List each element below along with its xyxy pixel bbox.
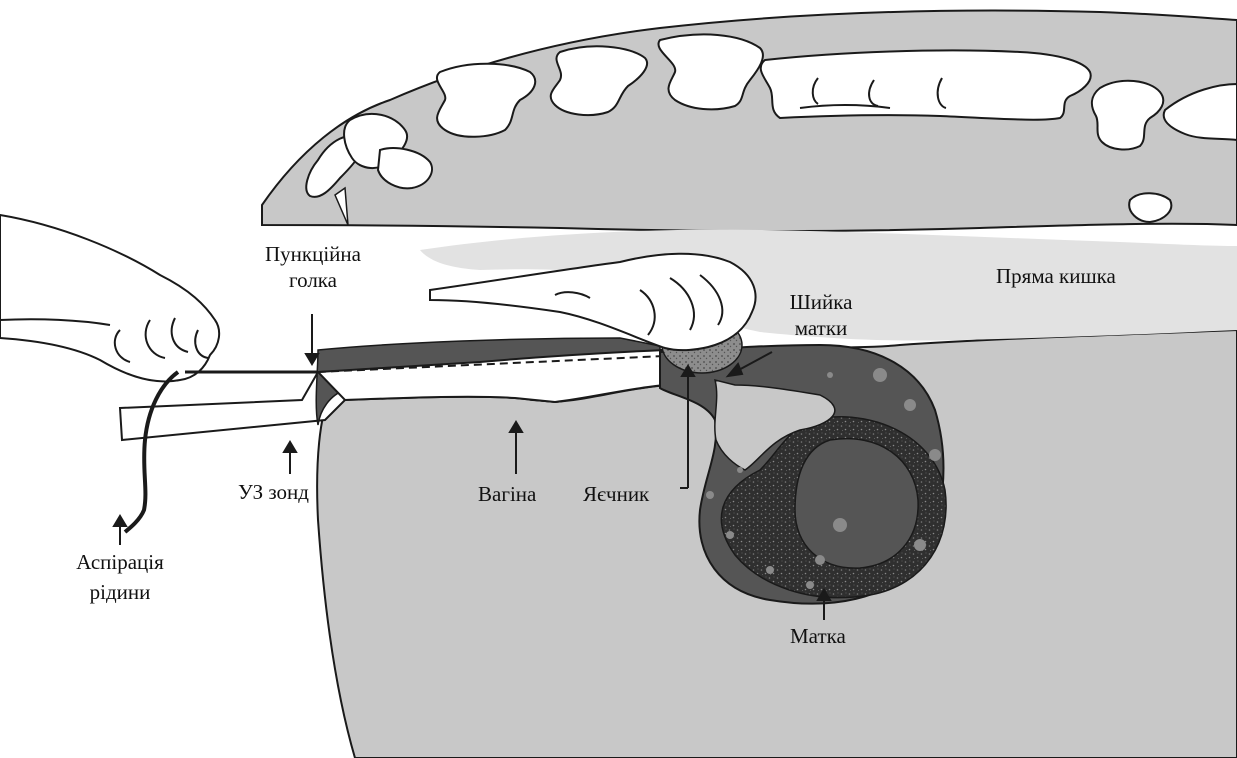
label-needle-line2: голка (248, 268, 378, 293)
label-probe: УЗ зонд (238, 480, 309, 505)
label-aspiration-line2: рідини (60, 580, 180, 605)
label-rectum: Пряма кишка (996, 264, 1116, 289)
label-needle-line1: Пункційна (248, 242, 378, 267)
uterus-lumen (795, 439, 918, 568)
aspiration-tube (125, 372, 178, 532)
label-vagina: Вагіна (478, 482, 536, 507)
label-cervix-line1: Шийка (766, 290, 876, 315)
label-aspiration-line1: Аспірація (60, 550, 180, 575)
hand-left (0, 215, 219, 381)
label-ovary: Яєчник (583, 482, 649, 507)
label-cervix-line2: матки (766, 316, 876, 341)
label-uterus: Матка (790, 624, 846, 649)
